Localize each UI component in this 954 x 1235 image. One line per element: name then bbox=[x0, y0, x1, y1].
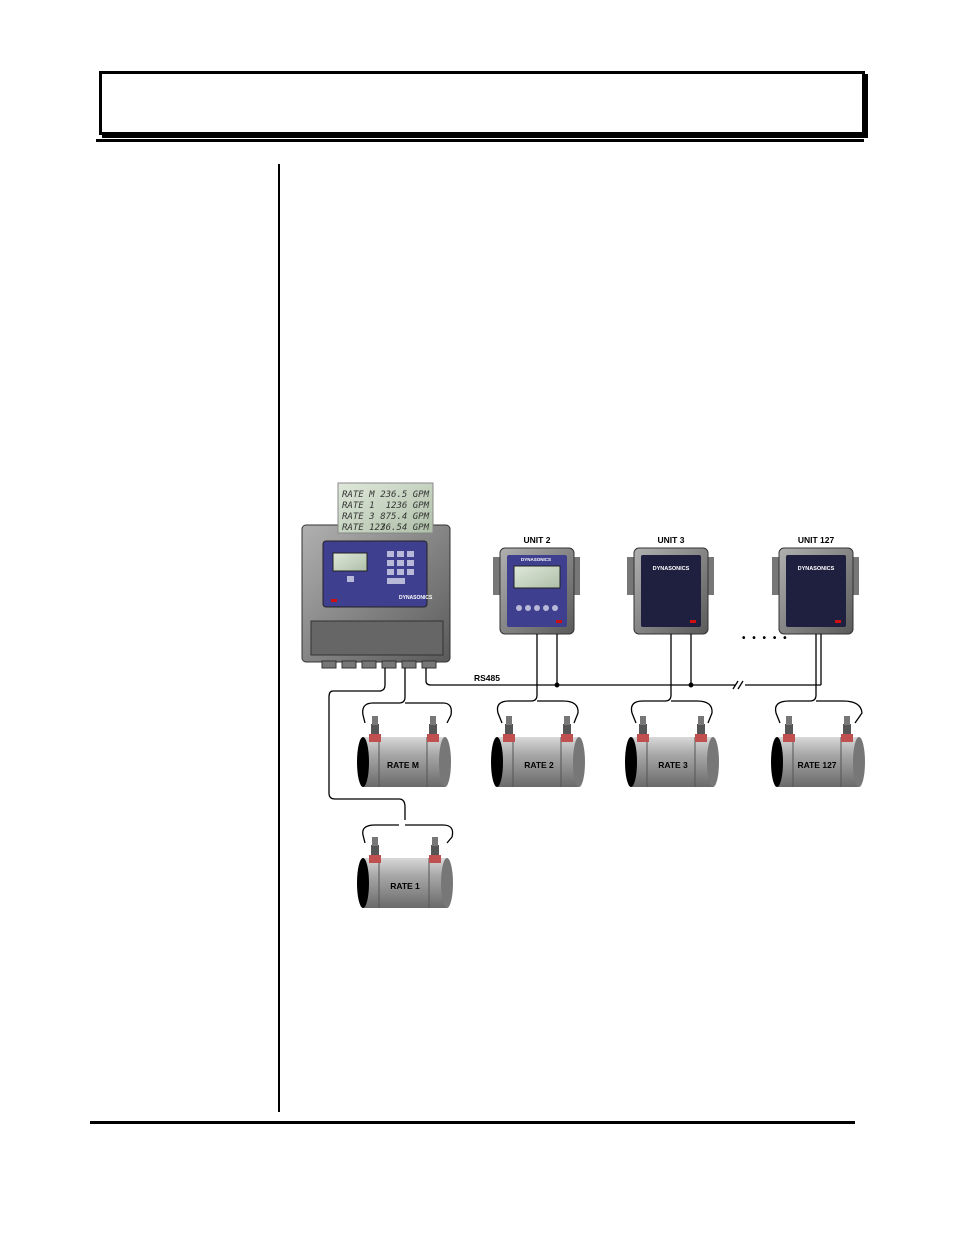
rs485-label: RS485 bbox=[474, 673, 500, 683]
main-conduit-fittings bbox=[321, 660, 437, 669]
unit-127-brand: DYNASONICS bbox=[798, 566, 835, 572]
lcd-row-2-value: 1236 GPM bbox=[386, 501, 430, 511]
unit-2-label: UNIT 2 bbox=[524, 535, 551, 545]
lcd-row-4-value: 36.54 GPM bbox=[379, 523, 429, 533]
rs485-bus bbox=[425, 634, 822, 690]
network-diagram: DYNASONICS RATE M 236.5 GPM RATE 1 1236 … bbox=[301, 482, 865, 908]
pipe-rate-2: RATE 2 bbox=[491, 716, 585, 787]
pipe-rate-m-label: RATE M bbox=[387, 760, 419, 770]
lcd-row-3-label: RATE 3 bbox=[342, 512, 375, 522]
pipe-rate-127: RATE 127 bbox=[771, 716, 865, 787]
lcd-row-4-label: RATE 127 bbox=[342, 523, 386, 533]
lcd-row-2-label: RATE 1 bbox=[342, 501, 375, 511]
main-brand-text: DYNASONICS bbox=[399, 595, 433, 601]
remote-unit-2: UNIT 2 DYNASONICS bbox=[493, 535, 580, 635]
remote-unit-127: UNIT 127 DYNASONICS bbox=[772, 535, 859, 635]
main-transmitter-unit: DYNASONICS bbox=[301, 524, 451, 669]
header-rule bbox=[96, 139, 864, 142]
lcd-row-3-value: 875.4 GPM bbox=[380, 512, 429, 522]
lcd-row-1-value: 236.5 GPM bbox=[380, 490, 429, 500]
transducer-cables bbox=[328, 668, 863, 844]
unit-2-brand: DYNASONICS bbox=[521, 557, 551, 562]
lcd-row-1-label: RATE M bbox=[342, 490, 375, 500]
pipe-rate-3: RATE 3 bbox=[625, 716, 719, 787]
unit-127-label: UNIT 127 bbox=[798, 535, 835, 545]
unit-3-brand: DYNASONICS bbox=[653, 566, 690, 572]
remote-unit-3: UNIT 3 DYNASONICS bbox=[627, 535, 714, 635]
pipe-rate-3-label: RATE 3 bbox=[658, 760, 688, 770]
main-small-lcd bbox=[332, 552, 368, 572]
pipe-rate-127-label: RATE 127 bbox=[797, 760, 836, 770]
main-keypad bbox=[347, 551, 414, 584]
pipe-rate-2-label: RATE 2 bbox=[524, 760, 554, 770]
pipe-rate-1: RATE 1 bbox=[357, 837, 453, 908]
lcd-readout: RATE M 236.5 GPM RATE 1 1236 GPM RATE 3 … bbox=[337, 482, 434, 534]
column-divider bbox=[278, 164, 280, 1112]
header-box bbox=[99, 71, 865, 135]
pipe-rate-m: RATE M bbox=[357, 716, 451, 787]
unit-3-label: UNIT 3 bbox=[658, 535, 685, 545]
footer-rule bbox=[90, 1121, 855, 1124]
pipe-rate-1-label: RATE 1 bbox=[390, 881, 420, 891]
ellipsis-more-units: • • • • • bbox=[742, 633, 789, 644]
